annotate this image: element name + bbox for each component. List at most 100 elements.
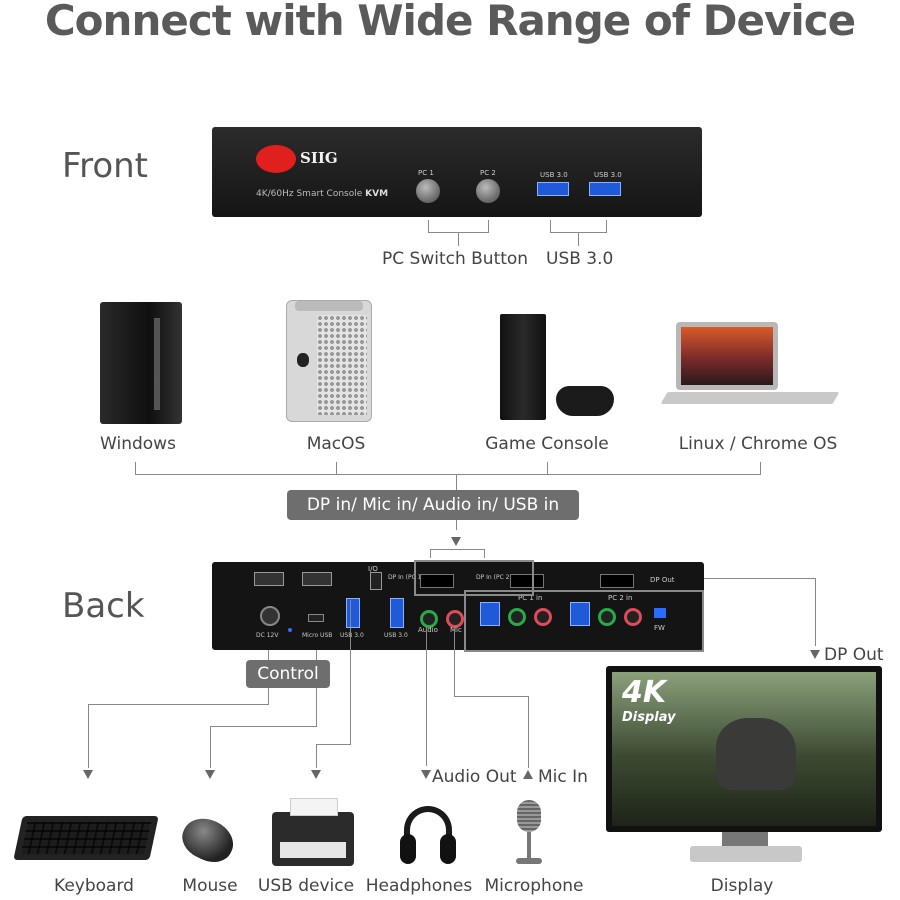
arrow-down-icon — [311, 770, 321, 779]
connector-line — [316, 744, 351, 745]
pc-in-highlight — [464, 590, 704, 652]
dp-out-port-label: DP Out — [650, 576, 675, 584]
connector-line — [815, 578, 816, 646]
usb-device-printer-image — [272, 798, 354, 866]
monitor-neck — [722, 832, 768, 846]
fw-label: FW — [654, 624, 665, 632]
back-usb2-label: USB 3.0 — [384, 632, 408, 639]
connector-line — [135, 474, 761, 475]
audio-out-label: Audio Out — [432, 767, 517, 787]
pc2-usb-b-port[interactable] — [570, 602, 590, 626]
arrow-down-icon — [810, 650, 820, 659]
usb-keyboard-port[interactable] — [254, 572, 284, 586]
peripheral-label-mouse: Mouse — [182, 876, 238, 896]
laptop-keyboard-deck — [660, 392, 840, 404]
arrow-down-icon — [83, 770, 93, 779]
connector-line — [760, 462, 761, 474]
dp-in-pc1-label: DP In (PC 1) — [388, 574, 424, 581]
pc1-mic-jack[interactable] — [534, 608, 552, 626]
pc2-switch-button[interactable] — [476, 179, 500, 203]
connector-line — [484, 549, 485, 558]
model-label: 4K/60Hz Smart Console KVM — [256, 189, 389, 199]
front-usb-port-2[interactable] — [589, 182, 621, 196]
connector-line — [336, 462, 337, 474]
connector-line — [350, 600, 351, 744]
audio-out-jack[interactable] — [420, 610, 438, 628]
usb-mouse-port[interactable] — [302, 572, 332, 586]
pc2-mic-jack[interactable] — [624, 608, 642, 626]
connector-line — [210, 726, 317, 727]
connector-line — [430, 549, 485, 550]
connector-line — [88, 704, 89, 768]
dp-in-pc2-port[interactable] — [510, 574, 544, 588]
laptop-image — [676, 322, 778, 390]
computer-label-game-console: Game Console — [485, 434, 609, 454]
pc1-switch-button[interactable] — [416, 179, 440, 203]
connector-line — [550, 220, 551, 232]
apple-logo-icon — [297, 353, 309, 367]
dp-out-port[interactable] — [600, 574, 634, 588]
micro-usb-label: Micro USB — [302, 632, 333, 639]
pc1-button-label: PC 1 — [418, 169, 434, 177]
connector-line — [488, 220, 489, 232]
pc2-in-label: PC 2 in — [608, 594, 633, 602]
dc-power-jack[interactable] — [260, 606, 280, 626]
dp-out-label: DP Out — [824, 645, 884, 665]
computer-label-windows: Windows — [100, 434, 176, 454]
peripheral-label-microphone: Microphone — [484, 876, 584, 896]
micro-usb-port[interactable] — [308, 614, 324, 622]
back-section-label: Back — [62, 586, 145, 626]
usb30-label: USB 3.0 — [546, 249, 614, 269]
connector-line — [456, 520, 457, 530]
input-signals-pill: DP in/ Mic in/ Audio in/ USB in — [287, 490, 579, 520]
display-screen: 4K Display — [612, 672, 876, 826]
connector-line — [426, 626, 427, 766]
io-switch-label: I/O — [368, 565, 378, 573]
connector-line — [135, 462, 136, 474]
monitor-stand — [690, 846, 802, 862]
front-usb1-label: USB 3.0 — [540, 171, 568, 179]
pc2-audio-jack[interactable] — [598, 608, 616, 626]
peripheral-label-keyboard: Keyboard — [54, 876, 134, 896]
dp-in-pc2-label: DP In (PC 2) — [476, 574, 512, 581]
back-usb-port-2[interactable] — [390, 598, 404, 628]
front-usb-port-1[interactable] — [537, 182, 569, 196]
game-controller-icon — [556, 386, 614, 416]
back-usb1-label: USB 3.0 — [340, 632, 364, 639]
connector-line — [578, 232, 579, 246]
connector-line — [528, 696, 529, 768]
mic-in-jack[interactable] — [446, 610, 464, 628]
display-monitor: 4K Display — [606, 666, 882, 832]
back-usb-port-1[interactable] — [346, 598, 360, 628]
dp-in-highlight — [414, 560, 534, 596]
arrow-down-icon — [421, 770, 431, 779]
connector-line — [210, 726, 211, 768]
microphone-image — [514, 800, 544, 868]
front-section-label: Front — [62, 146, 148, 186]
connector-line — [428, 220, 429, 232]
front-usb2-label: USB 3.0 — [594, 171, 622, 179]
mic-in-label: Mic In — [538, 767, 588, 787]
mac-pro-image — [286, 300, 372, 422]
connector-line — [454, 626, 455, 696]
io-switch[interactable] — [370, 572, 382, 590]
elephant-silhouette — [716, 718, 796, 790]
power-led — [288, 628, 292, 632]
connector-line — [88, 704, 269, 705]
pc1-usb-b-port[interactable] — [480, 602, 500, 626]
arrow-down-icon — [451, 537, 461, 546]
dp-in-pc1-port[interactable] — [420, 574, 454, 588]
connector-line — [430, 549, 431, 558]
peripheral-label-display: Display — [710, 876, 774, 896]
siig-logo-icon — [256, 145, 296, 173]
fw-dip-switch[interactable] — [654, 608, 666, 618]
connector-line — [454, 696, 529, 697]
connector-line — [316, 650, 317, 726]
mic-jack-label: Mic — [450, 626, 462, 634]
kvm-front-panel: SIIG 4K/60Hz Smart Console KVM PC 1 PC 2… — [212, 127, 702, 217]
pc1-audio-jack[interactable] — [508, 608, 526, 626]
pc1-in-label: PC 1 in — [518, 594, 543, 602]
connector-line — [704, 578, 816, 579]
keyboard-image — [13, 816, 159, 860]
display-4k-badge: 4K — [622, 675, 667, 710]
